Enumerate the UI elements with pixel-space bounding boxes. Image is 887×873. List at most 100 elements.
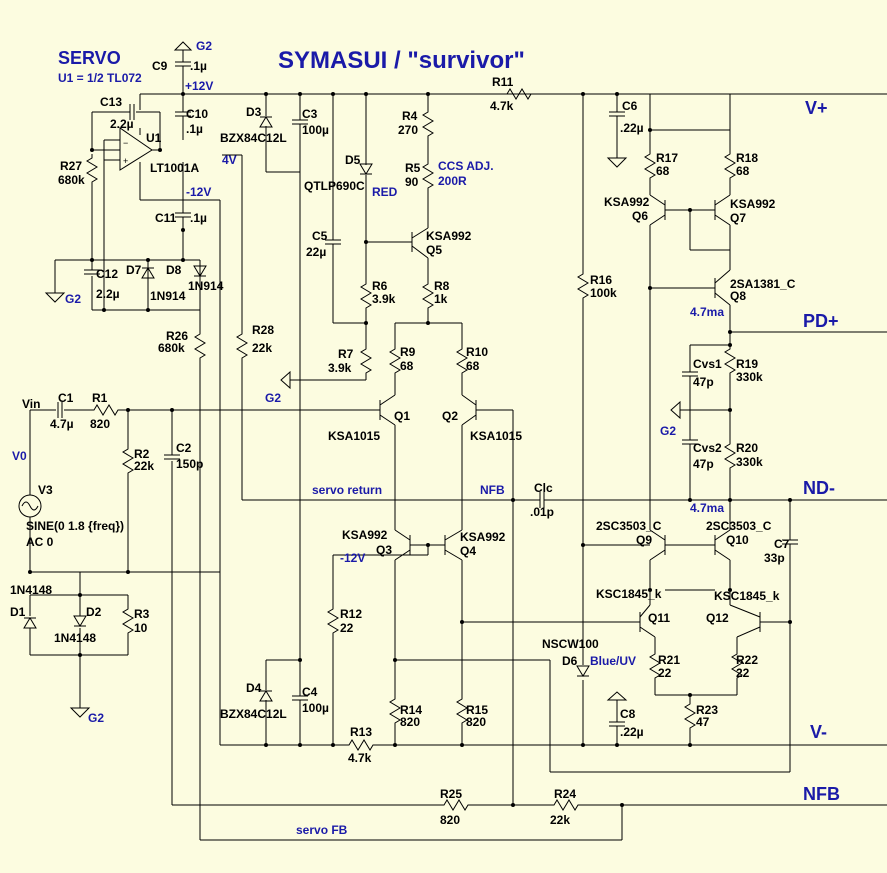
c6-value: .22µ bbox=[620, 121, 644, 135]
ground-c6 bbox=[607, 149, 627, 168]
c4-ref: C4 bbox=[302, 685, 318, 699]
r17-symbol bbox=[644, 149, 656, 183]
ccs-adj-label: CCS ADJ. bbox=[438, 159, 494, 173]
clc-value: .01p bbox=[530, 505, 554, 519]
servo-title: SERVO bbox=[58, 48, 121, 68]
r9-value: 68 bbox=[400, 359, 414, 373]
u1-value: LT1001A bbox=[150, 161, 199, 175]
r3-value: 10 bbox=[134, 621, 148, 635]
r22-value: 22 bbox=[736, 666, 750, 680]
d3-value: BZX84C12L bbox=[220, 131, 287, 145]
q11-ref: Q11 bbox=[648, 611, 670, 625]
rail-vminus-label: V- bbox=[810, 722, 827, 742]
d4-value: BZX84C12L bbox=[220, 707, 287, 721]
g2-arrow-c8 bbox=[606, 691, 628, 701]
r8-symbol bbox=[422, 279, 434, 313]
r15-value: 820 bbox=[466, 715, 486, 729]
u1-opamp-symbol bbox=[119, 127, 153, 171]
r2-symbol bbox=[122, 444, 134, 478]
ccs-200r-label: 200R bbox=[438, 174, 467, 188]
c10-ref: C10 bbox=[186, 107, 208, 121]
g2-arrow-cvs bbox=[670, 400, 681, 420]
r3-symbol bbox=[122, 604, 134, 638]
symbols: − + bbox=[18, 41, 799, 811]
q6-transistor bbox=[649, 194, 666, 226]
q9-ref: Q9 bbox=[636, 533, 652, 547]
q8-value: 2SA1381_C bbox=[730, 277, 796, 291]
c2-ref: C2 bbox=[176, 441, 192, 455]
cvs2-value: 47p bbox=[693, 457, 714, 471]
r2-value: 22k bbox=[134, 459, 154, 473]
r4-value: 270 bbox=[398, 123, 418, 137]
d7-ref: D7 bbox=[126, 263, 142, 277]
q10-ref: Q10 bbox=[726, 533, 749, 547]
c11-value: .1µ bbox=[190, 211, 207, 225]
g2-label-3: G2 bbox=[265, 391, 281, 405]
q3-ref: Q3 bbox=[376, 543, 392, 557]
v0-label: V0 bbox=[12, 449, 27, 463]
r23-value: 47 bbox=[696, 715, 710, 729]
d5-led-symbol bbox=[359, 163, 373, 175]
q11-value: KSC1845_k bbox=[596, 587, 662, 601]
q10-transistor bbox=[714, 529, 731, 561]
r28-symbol bbox=[236, 329, 248, 363]
q2-ref: Q2 bbox=[442, 409, 458, 423]
c5-value: 22µ bbox=[306, 245, 326, 259]
v3-sine-spec: SINE(0 1.8 {freq}) bbox=[26, 519, 124, 533]
current-label-2: 4.7ma bbox=[690, 501, 724, 515]
c5-ref: C5 bbox=[312, 229, 328, 243]
v3-ref: V3 bbox=[38, 483, 53, 497]
r20-symbol bbox=[724, 439, 736, 473]
d1-value: 1N4148 bbox=[10, 583, 52, 597]
r4-ref: R4 bbox=[402, 109, 418, 123]
q9-transistor bbox=[649, 529, 666, 561]
r27-value: 680k bbox=[58, 173, 85, 187]
c12-ref: C12 bbox=[96, 267, 118, 281]
r15-ref: R15 bbox=[466, 703, 488, 717]
v3-source-symbol bbox=[18, 494, 42, 518]
r18-symbol bbox=[724, 149, 736, 183]
q8-ref: Q8 bbox=[730, 289, 746, 303]
q12-transistor bbox=[729, 604, 761, 638]
r25-symbol bbox=[439, 799, 473, 811]
svg-text:+: + bbox=[123, 156, 128, 166]
r2-ref: R2 bbox=[134, 447, 150, 461]
q2-transistor bbox=[461, 394, 477, 426]
cvs1-value: 47p bbox=[693, 375, 714, 389]
q4-ref: Q4 bbox=[460, 544, 476, 558]
q3-transistor bbox=[394, 529, 411, 561]
page-title: SYMASUI / "survivor" bbox=[278, 47, 525, 74]
r7-symbol bbox=[360, 344, 372, 378]
r9-ref: R9 bbox=[400, 345, 416, 359]
d1-diode-symbol bbox=[23, 617, 37, 629]
c6-ref: C6 bbox=[622, 99, 638, 113]
c13-ref: C13 bbox=[100, 95, 122, 109]
d5-ref: D5 bbox=[345, 153, 361, 167]
q9-value: 2SC3503_C bbox=[596, 519, 662, 533]
q2-value: KSA1015 bbox=[470, 429, 522, 443]
c8-value: .22µ bbox=[620, 725, 644, 739]
g2-label-4: G2 bbox=[88, 711, 104, 725]
g2-arrow-r7 bbox=[280, 370, 291, 390]
d4-zener-symbol bbox=[259, 690, 273, 702]
r5-symbol bbox=[422, 159, 434, 193]
q7-value: KSA992 bbox=[730, 197, 776, 211]
text-labels: SYMASUI / "survivor" SERVO U1 = 1/2 TL07… bbox=[10, 39, 840, 837]
r16-symbol bbox=[577, 269, 589, 303]
svg-text:−: − bbox=[123, 138, 128, 148]
r13-value: 4.7k bbox=[348, 751, 372, 765]
q7-ref: Q7 bbox=[730, 211, 746, 225]
wires bbox=[29, 50, 887, 841]
cvs2-ref: Cvs2 bbox=[693, 441, 722, 455]
c7-ref: C7 bbox=[774, 537, 790, 551]
r24-symbol bbox=[549, 799, 583, 811]
rail-vplus-label: V+ bbox=[805, 98, 828, 118]
r27-symbol bbox=[86, 153, 98, 187]
servo-return-label: servo return bbox=[312, 483, 382, 497]
c9-symbol bbox=[174, 61, 192, 67]
r8-value: 1k bbox=[434, 292, 448, 306]
r16-value: 100k bbox=[590, 286, 617, 300]
r20-value: 330k bbox=[736, 455, 763, 469]
q10-value: 2SC3503_C bbox=[706, 519, 772, 533]
